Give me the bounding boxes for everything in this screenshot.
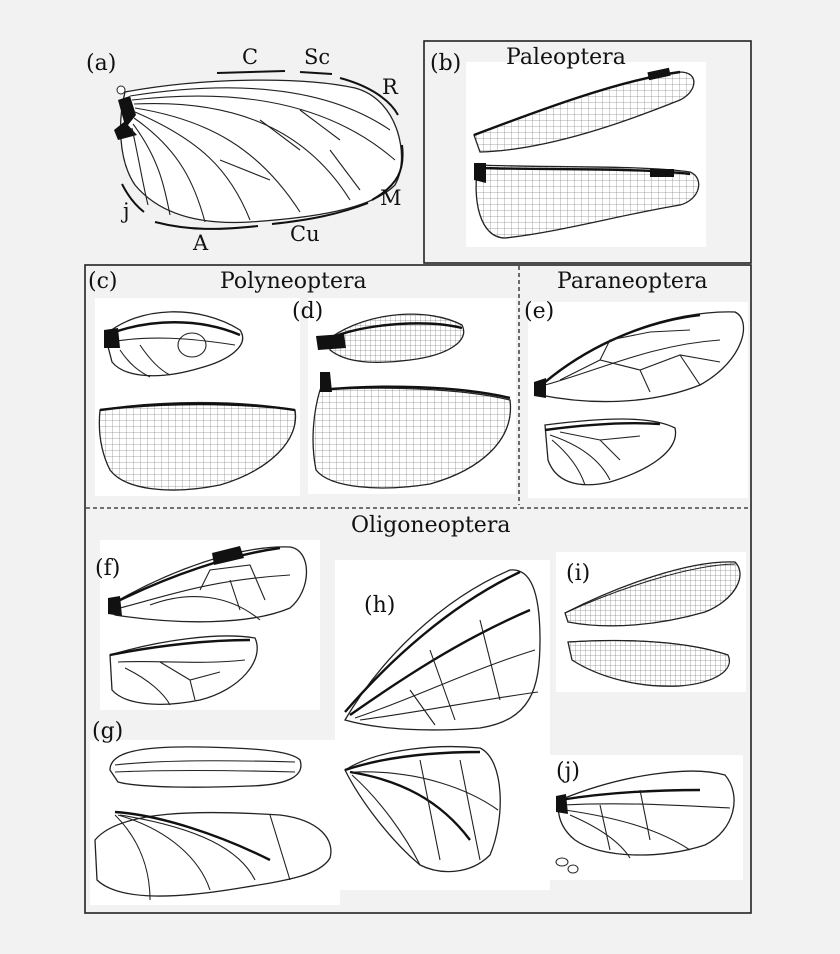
- wing-b-base: [474, 163, 486, 183]
- vein-label-c: C: [242, 45, 258, 69]
- wing-g-elytron: [109, 746, 302, 788]
- label-d: (d): [292, 299, 323, 324]
- panel-a: (a) C Sc R M Cu A j: [86, 45, 404, 255]
- panel-j: (j): [548, 755, 743, 880]
- label-j: (j): [556, 759, 580, 784]
- panel-g: (g): [90, 719, 340, 905]
- label-e: (e): [524, 299, 554, 324]
- wing-f-hindwing-veins: [109, 638, 251, 706]
- wing-h-hindwing: [344, 746, 501, 873]
- panel-f: (f): [95, 540, 320, 710]
- wing-b-hindwing: [475, 164, 700, 239]
- wing-f-forewing: [109, 546, 308, 623]
- vein-label-r: R: [382, 75, 399, 99]
- wing-h-hindwing-veins: [344, 750, 499, 866]
- panel-i: (i): [556, 552, 746, 692]
- wing-a-vein-brackets: [121, 70, 404, 230]
- wing-c-hindwing: [98, 401, 297, 491]
- label-h: (h): [364, 593, 395, 618]
- vein-label-a: A: [192, 231, 209, 255]
- wing-b-pterostigma-2: [650, 169, 674, 177]
- panel-b: (b) Paleoptera: [430, 45, 706, 247]
- label-a: (a): [86, 51, 116, 76]
- label-g: (g): [92, 719, 123, 744]
- panel-c: (c) Polyneoptera: [88, 269, 367, 496]
- wing-d-base: [316, 334, 346, 350]
- label-b: (b): [430, 51, 461, 76]
- wing-d-hindwing: [312, 387, 512, 489]
- wing-h-forewing: [344, 569, 541, 731]
- group-paraneoptera: Paraneoptera: [557, 269, 708, 294]
- wing-g-hindwing-veins: [114, 810, 291, 901]
- wing-d-forewing: [329, 313, 465, 363]
- vein-label-cu: Cu: [290, 222, 320, 246]
- wing-f-forewing-veins: [109, 546, 291, 621]
- label-f: (f): [95, 556, 120, 581]
- vein-label-j: j: [120, 199, 130, 223]
- wing-c-forewing: [104, 311, 244, 377]
- wing-e-base: [534, 378, 546, 398]
- wing-e-forewing-veins: [535, 313, 721, 393]
- wing-i-forewing-costa: [564, 563, 736, 614]
- label-i: (i): [566, 561, 590, 586]
- group-paleoptera: Paleoptera: [506, 45, 626, 70]
- frame-paleoptera: [423, 40, 752, 264]
- wing-a-base: [114, 96, 137, 140]
- group-polyneoptera: Polyneoptera: [220, 269, 367, 294]
- wing-g-elytron-lines: [114, 760, 296, 773]
- wing-j-veins: [559, 788, 731, 859]
- panel-h: (h): [335, 560, 550, 890]
- wing-j-wing: [557, 770, 735, 856]
- vein-label-m: M: [380, 186, 402, 210]
- wing-f-hindwing: [109, 635, 258, 705]
- wing-j-base: [556, 794, 568, 814]
- wing-e-hindwing-veins: [544, 422, 661, 486]
- wing-a-generalized: [119, 79, 403, 224]
- wing-c-base: [104, 328, 120, 348]
- wing-b-pterostigma-1: [647, 67, 671, 81]
- wing-a-veins: [129, 87, 396, 223]
- wing-c-hindwing-costa: [99, 402, 296, 412]
- wing-j-haltere-knob: [567, 864, 579, 874]
- group-oligoneoptera: Oligoneoptera: [351, 513, 510, 538]
- wing-c-forewing-veins: [105, 321, 241, 378]
- wing-i-forewing: [564, 561, 741, 627]
- vein-label-sc: Sc: [304, 45, 330, 69]
- frame-neoptera: [84, 264, 752, 914]
- wing-g-hindwing: [94, 811, 332, 897]
- panel-d: (d): [292, 298, 516, 494]
- label-c: (c): [88, 269, 118, 294]
- wing-a-knob: [116, 85, 126, 95]
- wing-d-hindwing-costa: [319, 385, 511, 400]
- wing-j-haltere: [555, 857, 569, 867]
- wing-f-base: [108, 596, 122, 616]
- wing-d-base-2: [320, 372, 332, 392]
- wing-h-forewing-veins: [344, 570, 539, 726]
- wing-i-hindwing-costa: [567, 639, 729, 656]
- wing-d-forewing-costa: [329, 322, 463, 340]
- panel-e: (e) Paraneoptera: [524, 269, 748, 498]
